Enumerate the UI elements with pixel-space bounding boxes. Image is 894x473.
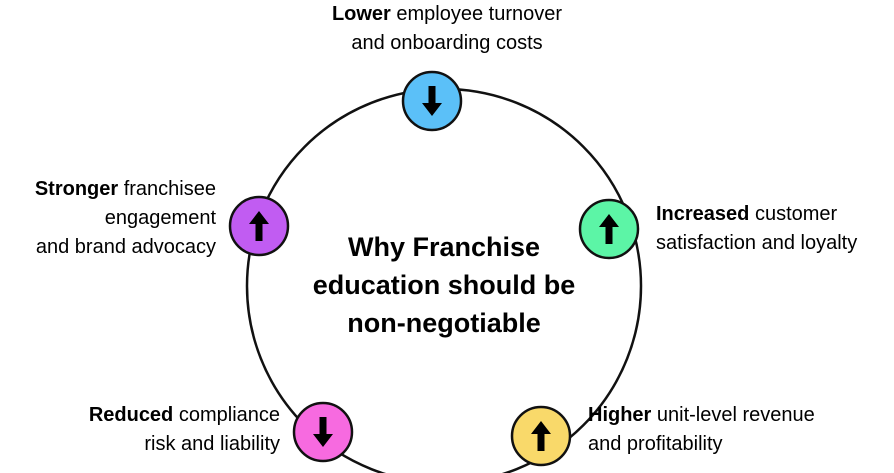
label-line: and profitability — [588, 433, 723, 455]
label-emphasis: Higher — [588, 404, 652, 426]
node-right — [578, 198, 640, 260]
arrow-down-icon — [313, 417, 333, 447]
node-bottom-left — [292, 401, 354, 463]
label-reduced-risk: Reduced compliance risk and liability — [20, 401, 280, 459]
label-line: Higher unit-level revenue — [588, 401, 888, 430]
label-line: Stronger franchisee — [0, 175, 216, 204]
node-top — [401, 70, 463, 132]
title-line: education should be — [312, 270, 576, 300]
label-text: employee turnover — [390, 3, 563, 25]
label-line: and onboarding costs — [351, 32, 543, 54]
arrow-up-icon — [249, 211, 269, 241]
label-line: risk and liability — [144, 433, 280, 455]
node-bottom-right — [510, 405, 572, 467]
label-line: Increased customer — [656, 200, 892, 229]
arrow-up-icon — [599, 214, 619, 244]
label-increased-satisfaction: Increased customer satisfaction and loya… — [656, 200, 892, 258]
label-lower-turnover: Lower employee turnover and onboarding c… — [247, 0, 647, 58]
label-emphasis: Stronger — [34, 178, 119, 200]
diagram-title: Why Franchise education should be non-ne… — [250, 228, 638, 342]
node-left — [228, 195, 290, 257]
label-line: Lower employee turnover — [247, 0, 647, 29]
label-line: satisfaction and loyalty — [656, 232, 858, 254]
title-line: non-negotiable — [347, 308, 541, 338]
label-text: unit-level revenue — [651, 404, 815, 426]
label-line: engagement — [104, 207, 216, 229]
title-line: Why Franchise — [347, 232, 541, 262]
label-emphasis: Increased — [656, 203, 750, 225]
label-higher-revenue: Higher unit-level revenue and profitabil… — [588, 401, 888, 459]
label-text: customer — [749, 203, 838, 225]
arrow-down-icon — [422, 86, 442, 116]
label-emphasis: Reduced — [88, 404, 174, 426]
label-text: compliance — [173, 404, 280, 426]
label-emphasis: Lower — [331, 3, 391, 25]
label-text: franchisee — [118, 178, 216, 200]
arrow-up-icon — [531, 421, 551, 451]
label-line: and brand advocacy — [35, 236, 216, 258]
label-stronger-engagement: Stronger franchisee engagement and brand… — [0, 175, 216, 262]
label-line: Reduced compliance — [20, 401, 280, 430]
